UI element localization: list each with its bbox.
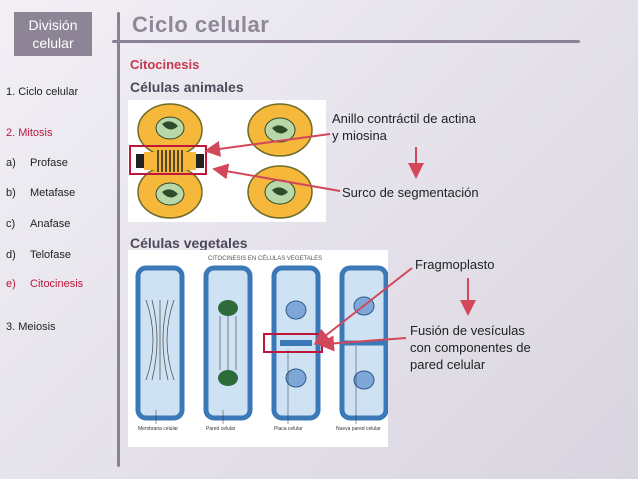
- pointer-arrow-icon: [212, 163, 341, 192]
- animal-cells-heading: Células animales: [130, 79, 244, 95]
- pointer-arrow-icon: [204, 133, 331, 157]
- label-placa: Placa celular: [274, 426, 303, 432]
- nav-ciclo-celular[interactable]: 1. Ciclo celular: [6, 86, 79, 98]
- label-anillo-contractil: Anillo contráctil de actina y miosina: [332, 111, 476, 143]
- vertical-divider: [117, 12, 120, 467]
- division-title-line1: División: [28, 17, 78, 33]
- horizontal-divider: [112, 40, 580, 43]
- label-membrana: Membrana celular: [138, 426, 178, 432]
- sidebar: División celular 1. Ciclo celular 2. Mit…: [0, 0, 118, 479]
- plant-cells-heading: Células vegetales: [130, 235, 248, 251]
- pointer-arrow-icon: [318, 335, 407, 352]
- label-pared: Pared celular: [206, 426, 236, 432]
- nav-anafase[interactable]: c)Anafase: [6, 218, 71, 230]
- contractile-ring-highlight: [129, 145, 207, 175]
- pointer-arrow-icon: [313, 267, 413, 345]
- nav-metafase[interactable]: b)Metafase: [6, 187, 76, 199]
- nav-citocinesis[interactable]: e)Citocinesis: [6, 278, 84, 290]
- nav-mitosis[interactable]: 2. Mitosis: [6, 127, 53, 139]
- division-celular-box[interactable]: División celular: [14, 12, 92, 56]
- label-fusion-vesiculas: Fusión de vesículas con componentes de p…: [410, 323, 531, 372]
- label-fragmoplasto: Fragmoplasto: [415, 257, 495, 272]
- label-surco-segmentacion: Surco de segmentación: [342, 185, 479, 200]
- plant-image-caption: CITOCINESIS EN CÉLULAS VEGETALES: [208, 255, 322, 262]
- nav-telofase[interactable]: d)Telofase: [6, 249, 71, 261]
- nav-meiosis[interactable]: 3. Meiosis: [6, 321, 56, 333]
- plant-cytokinesis-image: CITOCINESIS EN CÉLULAS VEGETALES: [128, 250, 389, 447]
- division-title-line2: celular: [32, 35, 74, 51]
- nav-profase[interactable]: a)Profase: [6, 157, 68, 169]
- label-nueva-pared: Nueva pared celular: [336, 426, 381, 432]
- page-title: Ciclo celular: [132, 12, 270, 37]
- page-subtitle: Citocinesis: [130, 57, 200, 72]
